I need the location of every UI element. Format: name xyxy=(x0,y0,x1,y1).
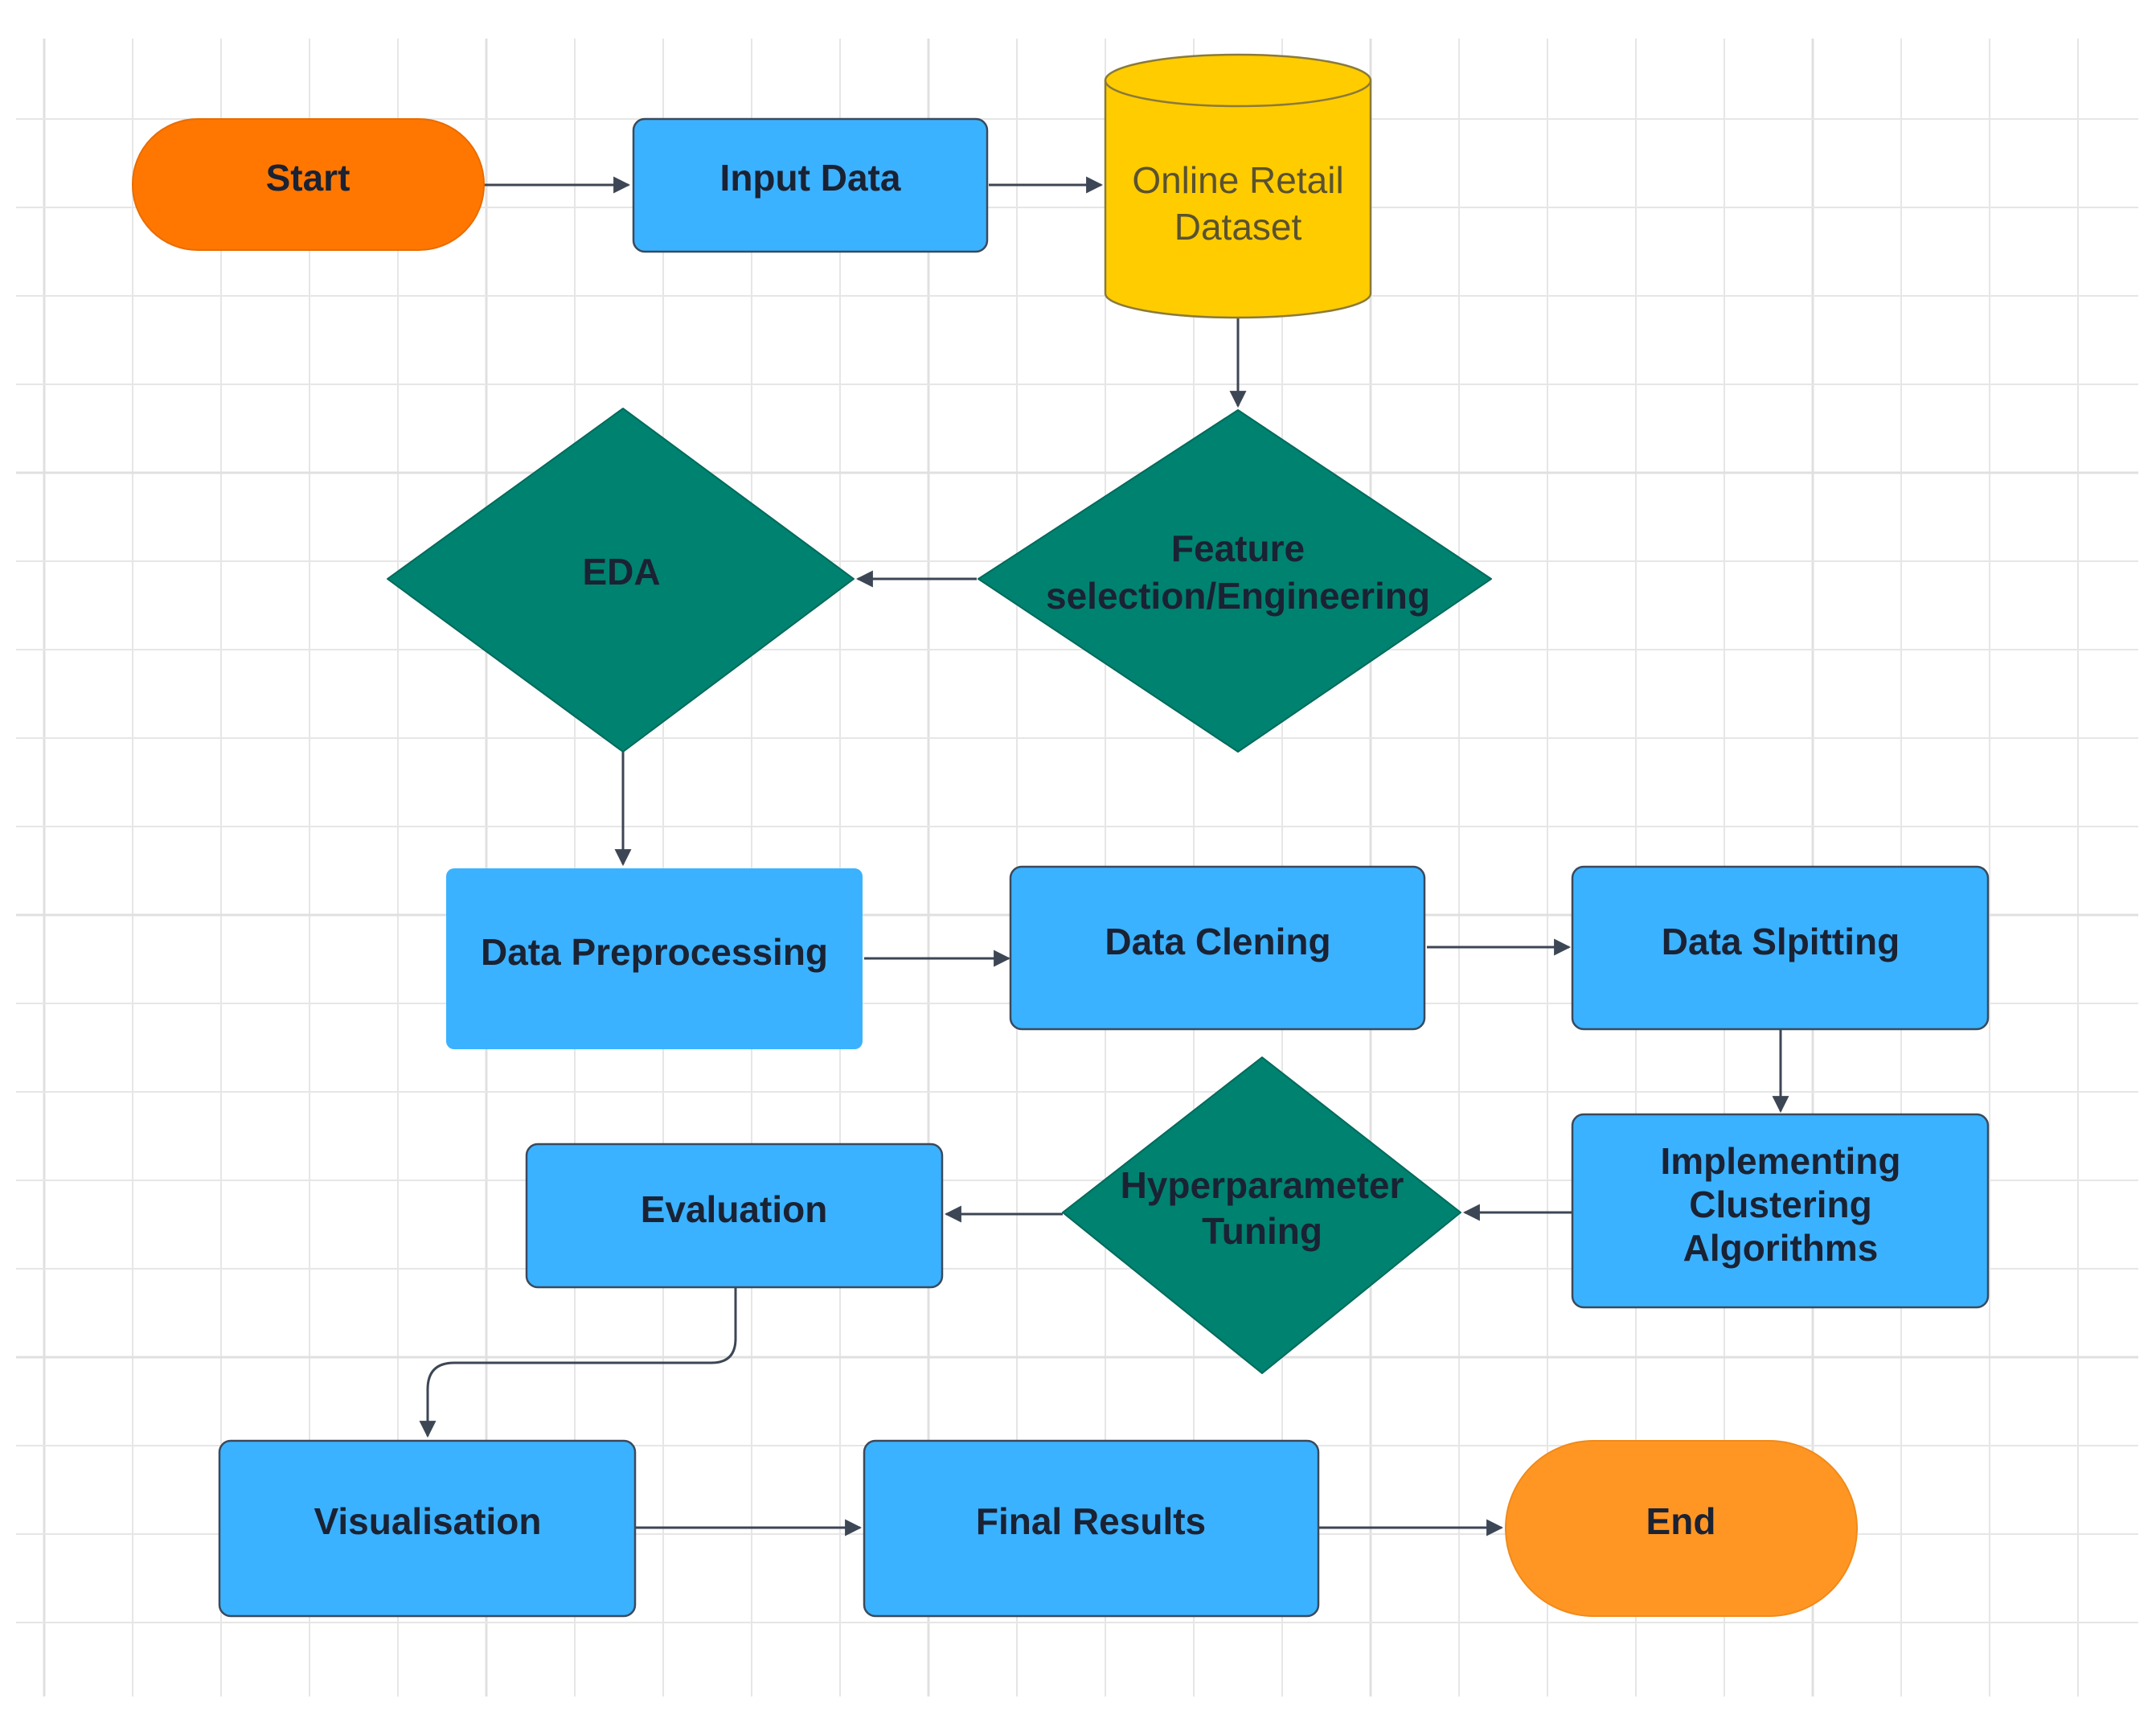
tuning-node[interactable]: Hyperparameter Tuning xyxy=(1062,1056,1461,1374)
evaluation-shape xyxy=(525,1143,944,1289)
cleaning-node[interactable]: Data Clening xyxy=(1009,865,1426,1031)
splitting-label: Data Slpitting xyxy=(1662,921,1900,962)
eda-node[interactable]: EDA xyxy=(387,408,855,753)
feature-selection-node[interactable]: Feature selection/Engineering xyxy=(978,409,1492,753)
tuning-label-line1: Hyperparameter xyxy=(1121,1164,1404,1206)
feature-selection-diamond xyxy=(978,409,1492,753)
feature-label-line1: Feature xyxy=(1171,527,1305,569)
splitting-shape xyxy=(1571,865,1990,1031)
connectors xyxy=(419,176,1789,1536)
input-data-node[interactable]: Input Data xyxy=(632,117,989,253)
feature-label-line2: selection/Engineering xyxy=(1046,575,1430,617)
start-shape xyxy=(132,118,485,251)
evaluation-label: Evaluation xyxy=(641,1188,828,1230)
visualisation-shape xyxy=(218,1439,637,1618)
dataset-cylinder-body xyxy=(1104,80,1372,319)
clustering-label-line1: Implementing xyxy=(1660,1140,1900,1182)
input-data-shape xyxy=(632,117,989,253)
final-results-shape xyxy=(863,1439,1320,1618)
eda-label: EDA xyxy=(582,551,660,593)
dataset-cylinder-top xyxy=(1104,53,1372,108)
tuning-diamond xyxy=(1062,1056,1461,1374)
dataset-node[interactable]: Online Retail Dataset xyxy=(1104,53,1372,319)
edge-evaluation-to-visualisation xyxy=(419,1286,737,1438)
eda-diamond xyxy=(387,408,855,753)
clustering-label-line2: Clustering xyxy=(1689,1184,1871,1225)
preprocessing-shape xyxy=(446,868,863,1049)
end-shape xyxy=(1505,1440,1858,1617)
evaluation-node[interactable]: Evaluation xyxy=(525,1143,944,1289)
cleaning-label: Data Clening xyxy=(1105,921,1330,962)
preprocessing-label: Data Preprocessing xyxy=(481,931,828,973)
start-node[interactable]: Start xyxy=(132,118,485,251)
clustering-node[interactable]: Implementing Clustering Algorithms xyxy=(1571,1113,1990,1309)
visualisation-label: Visualisation xyxy=(314,1500,542,1542)
end-node[interactable]: End xyxy=(1505,1440,1858,1617)
dataset-label-line1: Online Retail xyxy=(1132,159,1343,201)
tuning-label-line2: Tuning xyxy=(1202,1210,1322,1252)
visualisation-node[interactable]: Visualisation xyxy=(218,1439,637,1618)
clustering-shape xyxy=(1571,1113,1990,1309)
final-results-node[interactable]: Final Results xyxy=(863,1439,1320,1618)
dataset-label-line2: Dataset xyxy=(1174,206,1302,248)
preprocessing-node[interactable]: Data Preprocessing xyxy=(446,868,863,1049)
end-label: End xyxy=(1646,1500,1716,1542)
splitting-node[interactable]: Data Slpitting xyxy=(1571,865,1990,1031)
start-label: Start xyxy=(266,157,350,199)
cleaning-shape xyxy=(1009,865,1426,1031)
final-results-label: Final Results xyxy=(976,1500,1206,1542)
clustering-label-line3: Algorithms xyxy=(1683,1227,1879,1269)
input-data-label: Input Data xyxy=(720,157,901,199)
